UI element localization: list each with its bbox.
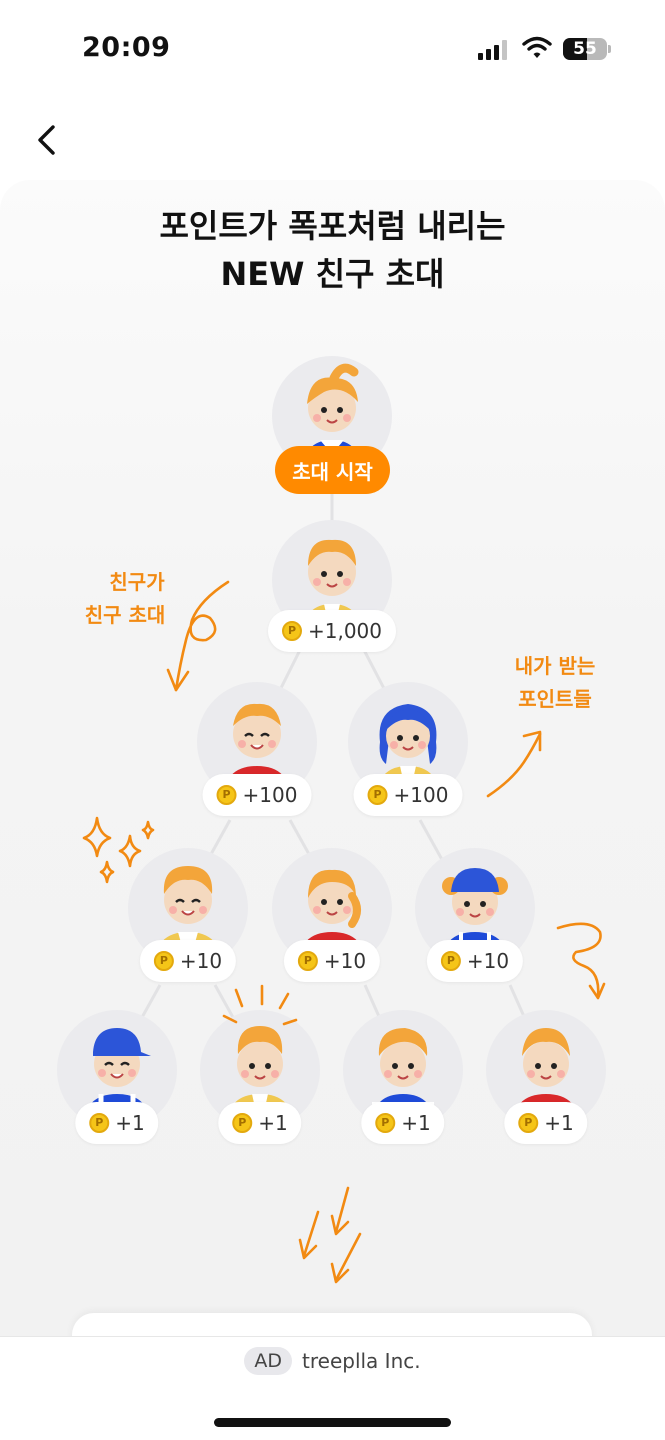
- note-right-line2: 포인트들: [518, 687, 592, 711]
- ad-company: treeplla Inc.: [302, 1349, 421, 1373]
- battery-level: 55: [573, 39, 597, 59]
- points-value: +1: [258, 1111, 288, 1135]
- chevron-left-icon: [38, 125, 55, 155]
- level1-node: +1,000: [267, 520, 397, 652]
- coin-icon: [216, 785, 237, 805]
- coin-icon: [297, 951, 318, 971]
- coin-icon: [440, 951, 461, 971]
- points-chip: +100: [202, 774, 312, 816]
- coin-icon: [89, 1113, 110, 1133]
- status-bar: 20:09 55: [0, 0, 665, 100]
- coin-icon: [153, 951, 174, 971]
- points-chip: +10: [426, 940, 524, 982]
- level3-node-right: +10: [415, 848, 535, 982]
- level3-node-left: +10: [128, 848, 248, 982]
- points-chip: +1: [75, 1102, 159, 1144]
- level3-node-middle: +10: [272, 848, 392, 982]
- battery-icon: 55: [563, 38, 607, 60]
- points-chip: +1: [218, 1102, 302, 1144]
- level4-node-1: +1: [57, 1010, 177, 1144]
- coin-icon: [232, 1113, 253, 1133]
- note-left-line2: 친구 초대: [84, 603, 166, 627]
- points-value: +100: [393, 783, 449, 807]
- points-value: +10: [179, 949, 223, 973]
- coin-icon: [518, 1113, 539, 1133]
- points-value: +1,000: [307, 619, 383, 643]
- coin-icon: [367, 785, 388, 805]
- note-friend-invites-friend: 친구가 친구 초대: [50, 566, 200, 632]
- points-value: +10: [323, 949, 367, 973]
- title-line-1: 포인트가 폭포처럼 내리는: [159, 207, 506, 245]
- note-my-points: 내가 받는 포인트들: [490, 650, 620, 716]
- points-value: +1: [115, 1111, 145, 1135]
- ad-row: AD treeplla Inc.: [0, 1347, 665, 1375]
- coin-icon: [375, 1113, 396, 1133]
- points-value: +1: [544, 1111, 574, 1135]
- points-chip: +10: [139, 940, 237, 982]
- points-value: +1: [401, 1111, 431, 1135]
- ad-badge: AD: [244, 1347, 293, 1375]
- level4-node-2: +1: [200, 1010, 320, 1144]
- wifi-icon: [522, 36, 552, 60]
- back-button[interactable]: [28, 120, 68, 160]
- points-value: +10: [466, 949, 510, 973]
- level2-node-left: +100: [197, 682, 317, 816]
- home-indicator[interactable]: [214, 1418, 451, 1427]
- battery-cap: [608, 45, 611, 53]
- invite-start-button[interactable]: 초대 시작: [275, 446, 390, 494]
- level2-node-right: +100: [348, 682, 468, 816]
- points-chip: +1: [361, 1102, 445, 1144]
- level4-node-3: +1: [343, 1010, 463, 1144]
- note-left-line1: 친구가: [109, 570, 165, 594]
- coin-icon: [281, 621, 302, 641]
- content-card: [0, 180, 665, 1340]
- points-chip: +1,000: [267, 610, 397, 652]
- signal-icon: [478, 40, 510, 60]
- points-value: +100: [242, 783, 298, 807]
- points-chip: +10: [283, 940, 381, 982]
- note-right-line1: 내가 받는: [514, 654, 596, 678]
- points-chip: +1: [504, 1102, 588, 1144]
- status-time: 20:09: [82, 32, 171, 63]
- level4-node-4: +1: [486, 1010, 606, 1144]
- title-line-2: NEW 친구 초대: [220, 255, 445, 293]
- page-title: 포인트가 폭포처럼 내리는 NEW 친구 초대: [0, 202, 665, 298]
- points-chip: +100: [353, 774, 463, 816]
